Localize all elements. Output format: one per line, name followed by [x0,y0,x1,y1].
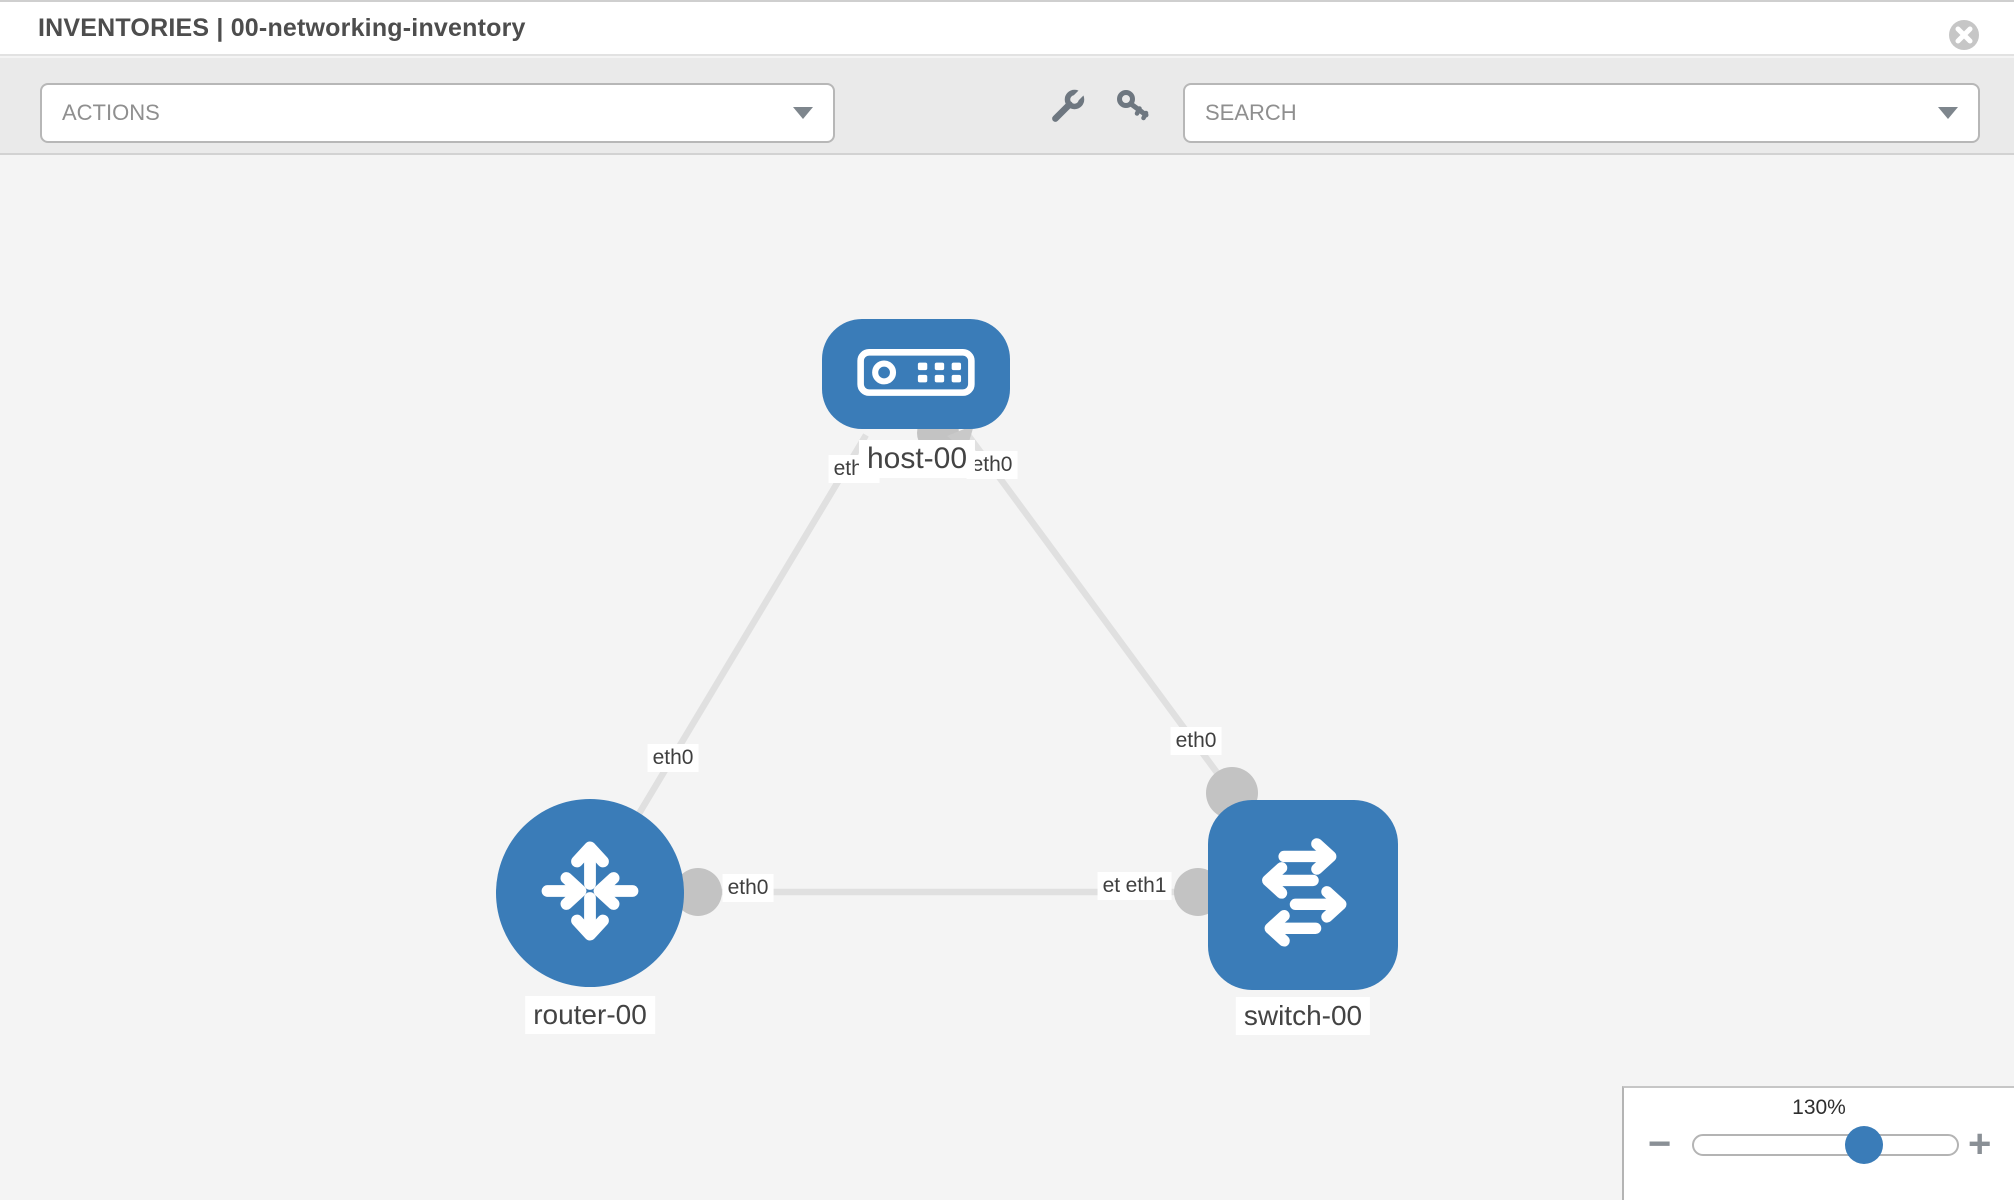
search-input[interactable] [1205,100,1938,126]
zoom-slider-thumb[interactable] [1845,1126,1883,1164]
actions-dropdown-label: ACTIONS [62,100,160,125]
switch-icon [1240,830,1366,961]
actions-dropdown[interactable]: ACTIONS [40,83,835,143]
header-bar: INVENTORIES | 00-networking-inventory [0,0,2014,56]
page-title: INVENTORIES | 00-networking-inventory [38,13,526,42]
iface-label-switch-eth0[interactable]: eth0 [1170,727,1222,755]
zoom-in-button[interactable]: + [1968,1122,1992,1166]
iface-label-router-host-eth0[interactable]: eth0 [647,744,699,772]
node-label-router-00[interactable]: router-00 [525,996,655,1034]
zoom-slider-track[interactable] [1692,1134,1959,1156]
topology-links-layer [595,412,1258,916]
key-icon[interactable] [1113,86,1157,130]
node-router-00[interactable] [496,799,684,987]
host-icon [855,336,977,413]
node-label-switch-00[interactable]: switch-00 [1235,997,1371,1035]
chevron-down-icon [793,107,813,119]
chevron-down-icon [1938,107,1958,119]
toolbar: ACTIONS [0,58,2014,155]
iface-label-switch-eth1[interactable]: eth1 [1120,872,1172,900]
node-switch-00[interactable] [1208,800,1398,990]
close-icon[interactable] [1948,19,1980,51]
wrench-icon[interactable] [1044,86,1088,130]
router-icon [531,832,649,955]
interface-dot-router-eth0[interactable] [674,868,722,916]
node-label-host-00[interactable]: host-00 [858,440,976,478]
zoom-panel: 130% − + [1622,1086,2014,1200]
zoom-level-value: 130% [1792,1096,1846,1119]
edge-router-host[interactable] [595,433,869,884]
iface-label-router-eth0[interactable]: eth0 [722,874,774,902]
node-host-00[interactable] [822,319,1010,429]
search-box [1183,83,1980,143]
topology-canvas[interactable]: eth0 eth0 eth0 eth0 eth0 eth0 eth1 host-… [0,157,2014,1200]
iface-label-host-eth0-right[interactable]: eth0 [966,451,1018,479]
zoom-out-button[interactable]: − [1648,1122,1672,1166]
